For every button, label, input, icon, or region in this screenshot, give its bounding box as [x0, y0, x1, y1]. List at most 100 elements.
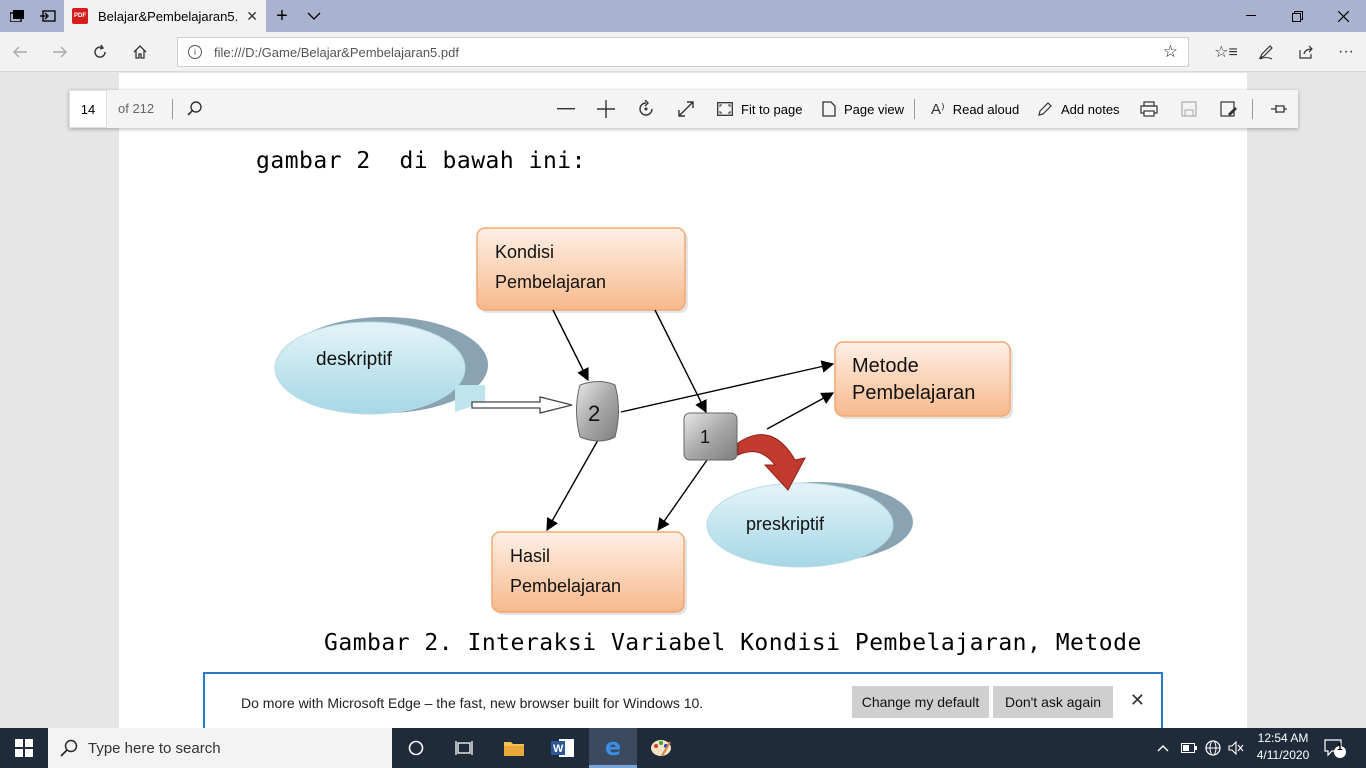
close-window-button[interactable] [1320, 0, 1366, 32]
fit-to-page-label: Fit to page [741, 101, 803, 117]
figure-caption: Gambar 2. Interaksi Variabel Kondisi Pem… [324, 630, 1142, 656]
toolbar-divider [1252, 99, 1253, 119]
tab-actions-icon[interactable] [6, 6, 28, 26]
read-aloud-label: Read aloud [952, 101, 1020, 117]
interaction-diagram: deskriptif preskriptif Kondisi Pembelaja… [274, 227, 1013, 615]
pdf-file-icon: PDF [72, 8, 88, 24]
clock-time: 12:54 AM [1257, 731, 1309, 745]
fit-to-page-icon [717, 102, 733, 116]
node-1: 1 [683, 412, 738, 461]
refresh-icon[interactable] [84, 38, 116, 66]
paint-icon[interactable] [637, 728, 685, 768]
save-icon[interactable] [1181, 90, 1197, 128]
tab-preview-chevron-icon[interactable] [303, 6, 325, 26]
action-center-icon[interactable]: 1 [1324, 728, 1346, 768]
clock-date: 4/11/2020 [1256, 748, 1310, 762]
close-tab-icon[interactable]: ✕ [246, 8, 258, 24]
volume-muted-icon[interactable] [1228, 728, 1244, 768]
pdf-toolbar: 14 of 212 Fit to page Page view A⁾ Read … [69, 90, 1298, 128]
pen-icon [1038, 102, 1052, 116]
add-notes-label: Add notes [1061, 101, 1120, 117]
pin-toolbar-icon[interactable] [1270, 90, 1288, 128]
cortana-icon[interactable] [392, 728, 440, 768]
save-as-icon[interactable] [1220, 90, 1238, 128]
page-view-button[interactable]: Page view [822, 90, 904, 128]
file-explorer-icon[interactable] [490, 728, 538, 768]
add-favorite-star-icon[interactable]: ☆ [1162, 42, 1178, 61]
node-2: 2 [576, 381, 619, 442]
kondisi-pembelajaran-box: Kondisi Pembelajaran [476, 227, 688, 313]
minimize-button[interactable] [1228, 0, 1274, 32]
add-notes-button[interactable]: Add notes [1037, 90, 1120, 128]
toolbar-divider [914, 99, 915, 119]
battery-icon[interactable] [1181, 728, 1197, 768]
print-icon[interactable] [1140, 90, 1158, 128]
clock[interactable]: 12:54 AM 4/11/2020 [1250, 730, 1316, 764]
fit-to-page-button[interactable]: Fit to page [717, 90, 802, 128]
word-icon[interactable]: W [539, 728, 587, 768]
change-default-button[interactable]: Change my default [852, 686, 989, 718]
kondisi-line1: Kondisi [495, 242, 554, 262]
kondisi-line2: Pembelajaran [495, 272, 606, 292]
page-view-label: Page view [844, 101, 904, 117]
address-bar[interactable]: i file:///D:/Game/Belajar&Pembelajaran5.… [177, 37, 1189, 67]
full-screen-icon[interactable] [678, 90, 694, 128]
red-curved-arrow [737, 434, 806, 491]
dont-ask-again-button[interactable]: Don't ask again [993, 686, 1113, 718]
page-number-input[interactable]: 14 [69, 90, 107, 128]
metode-line1: Metode [852, 355, 919, 377]
hasil-line1: Hasil [510, 546, 550, 566]
set-tabs-aside-icon[interactable] [37, 6, 59, 26]
read-aloud-icon: A⁾ [931, 101, 945, 118]
network-globe-icon[interactable] [1205, 728, 1221, 768]
search-icon[interactable] [187, 90, 203, 128]
node-2-label: 2 [588, 401, 600, 426]
page-total: of 212 [118, 101, 155, 116]
taskbar: Type here to search W e 12:54 AM 4/11/20… [0, 728, 1366, 768]
rotate-icon[interactable] [637, 90, 655, 128]
metode-pembelajaran-box: Metode Pembelajaran [834, 341, 1013, 419]
favorites-icon[interactable]: ☆≡ [1214, 44, 1238, 61]
edge-browser-icon[interactable]: e [589, 728, 637, 768]
zoom-in-icon[interactable] [597, 90, 615, 128]
read-aloud-button[interactable]: A⁾ Read aloud [931, 90, 1019, 128]
windows-start-icon[interactable] [0, 728, 48, 768]
toolbar-divider [172, 99, 173, 119]
page-view-icon [822, 101, 836, 117]
taskbar-search-box[interactable]: Type here to search [48, 728, 392, 768]
node-1-label: 1 [700, 427, 710, 447]
task-view-icon[interactable] [440, 728, 488, 768]
navigation-bar: i file:///D:/Game/Belajar&Pembelajaran5.… [0, 32, 1366, 72]
edge-notification-bar: Do more with Microsoft Edge – the fast, … [203, 672, 1163, 730]
info-icon[interactable]: i [188, 45, 202, 59]
share-icon[interactable] [1290, 38, 1322, 66]
notification-text: Do more with Microsoft Edge – the fast, … [241, 695, 704, 711]
close-notification-icon[interactable]: ✕ [1129, 690, 1145, 710]
title-bar: PDF Belajar&Pembelajaran5. ✕ + [0, 0, 1366, 32]
connector-arrows [546, 309, 835, 532]
document-text-line: gambar 2 di bawah ini: [256, 148, 586, 174]
tab-active[interactable]: PDF Belajar&Pembelajaran5. ✕ [64, 0, 266, 32]
back-arrow-icon[interactable] [4, 38, 36, 66]
hasil-line2: Pembelajaran [510, 576, 621, 596]
restore-button[interactable] [1274, 0, 1320, 32]
search-icon [60, 739, 78, 757]
notification-count-badge: 1 [1337, 742, 1343, 753]
more-icon[interactable]: ··· [1338, 43, 1354, 60]
metode-line2: Pembelajaran [852, 382, 975, 404]
deskriptif-label: deskriptif [316, 349, 393, 370]
svg-text:W: W [553, 743, 564, 755]
deskriptif-cloud: deskriptif [274, 317, 488, 415]
forward-arrow-icon[interactable] [44, 38, 76, 66]
search-placeholder: Type here to search [88, 739, 221, 757]
deskriptif-arrow [471, 396, 573, 414]
zoom-out-icon[interactable] [557, 90, 575, 128]
url-text[interactable]: file:///D:/Game/Belajar&Pembelajaran5.pd… [214, 44, 459, 60]
show-hidden-icons-chevron-icon[interactable] [1157, 728, 1169, 768]
new-tab-icon[interactable]: + [276, 4, 288, 27]
preskriptif-cloud: preskriptif [706, 482, 913, 568]
preskriptif-label: preskriptif [746, 514, 825, 534]
tab-title: Belajar&Pembelajaran5. [98, 8, 238, 24]
web-note-icon[interactable] [1250, 38, 1282, 66]
home-icon[interactable] [124, 38, 156, 66]
